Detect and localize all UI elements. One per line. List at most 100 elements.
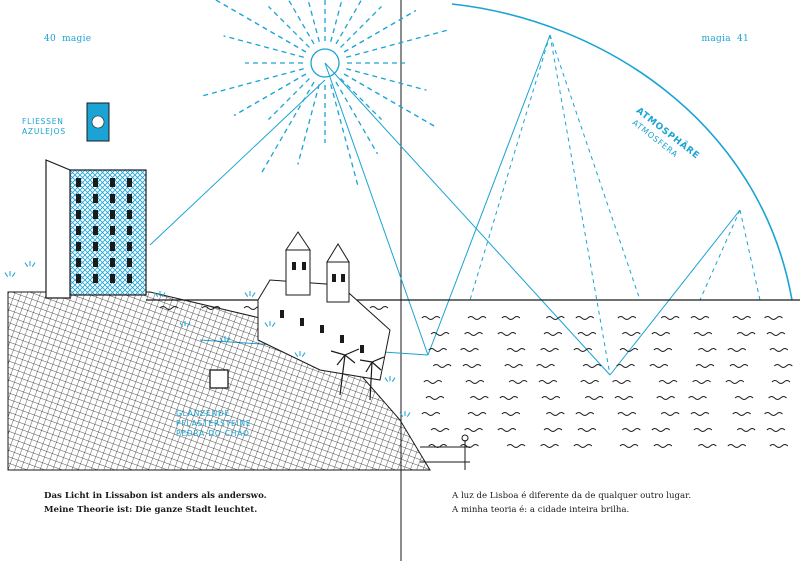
wave [766,428,786,432]
folio-right: magia 41 [702,34,755,44]
wave [465,380,485,384]
wave [540,348,559,352]
wave [693,332,713,336]
wave [653,348,673,352]
window [127,226,132,235]
church-window [340,335,344,343]
wave [543,332,563,336]
sparkle [11,272,16,277]
window [127,242,132,251]
sun-ray [330,0,343,42]
wave [543,428,563,432]
window [110,274,115,283]
wave [536,364,555,368]
page-number-right: 41 [736,34,749,44]
wave [467,316,487,320]
sun-ray [199,68,304,98]
sun-ray [340,5,383,48]
sun-ray [335,0,363,45]
sparkle [226,337,231,342]
wave [769,444,789,448]
wave [690,316,710,320]
sun-ray [346,68,427,91]
window [76,226,81,235]
page-title-right: magia [701,34,731,44]
wave [501,316,521,320]
sparkle [391,377,396,382]
window [110,258,115,267]
wave [612,380,631,384]
label-floor-pt: PEDRA DO CHÃO [176,429,250,438]
wave [771,380,791,384]
wave [546,412,565,416]
window [93,226,98,235]
wave [617,316,637,320]
sparkle [179,322,184,327]
wave [369,306,389,310]
wave [769,348,789,352]
sparkle [31,262,36,267]
wave [688,396,707,400]
wave [501,412,521,416]
wave [764,412,783,416]
sparkle [399,412,404,417]
wave [575,316,595,320]
wave [430,428,450,432]
caption-german: Das Licht in Lissabon ist anders als and… [44,489,267,517]
window [93,210,98,219]
window [110,194,115,203]
wave [729,364,749,368]
sun-ray [259,81,315,176]
wave [614,396,634,400]
wave [541,396,561,400]
wave [732,412,751,416]
wave [736,428,756,432]
palm-trees [330,348,385,401]
atmosphere-arc [451,3,793,301]
window [76,178,81,187]
wave [651,332,671,336]
wave [693,428,713,432]
wave [428,348,447,352]
caption-portuguese-line-1: A luz de Lisboa é diferente da de qualqu… [452,491,692,501]
wave [584,396,604,400]
wave [497,428,517,432]
sun-core [310,48,340,78]
window [93,178,98,187]
sun-ray [297,84,320,165]
wave [470,396,489,400]
page-number-left: 40 [44,34,57,44]
window [110,210,115,219]
sparkle [301,352,306,357]
sun-ray [335,81,379,155]
window [110,178,115,187]
window [93,274,98,283]
reflected-beams [469,34,761,376]
sparkle [294,352,299,357]
sun-ray [214,0,307,53]
church-window [280,310,284,318]
sparkle [24,262,29,267]
label-tiles-de: FLIESSEN [22,117,64,126]
sparkles [4,261,411,417]
church-window [300,318,304,326]
window [93,242,98,251]
wave [692,380,711,384]
window [76,258,81,267]
caption-german-line-1: Das Licht in Lissabon ist anders als and… [44,491,267,501]
wave [499,396,519,400]
wave [430,332,450,336]
wave [538,380,558,384]
church [257,231,391,381]
wave [467,412,487,416]
wave [660,316,680,320]
label-tiles: FLIESSEN AZULEJOS [22,117,66,137]
church-window [292,262,296,270]
sparkle [271,322,276,327]
wave [425,396,445,400]
wave [508,380,528,384]
wave [582,364,602,368]
sparkle [251,292,256,297]
